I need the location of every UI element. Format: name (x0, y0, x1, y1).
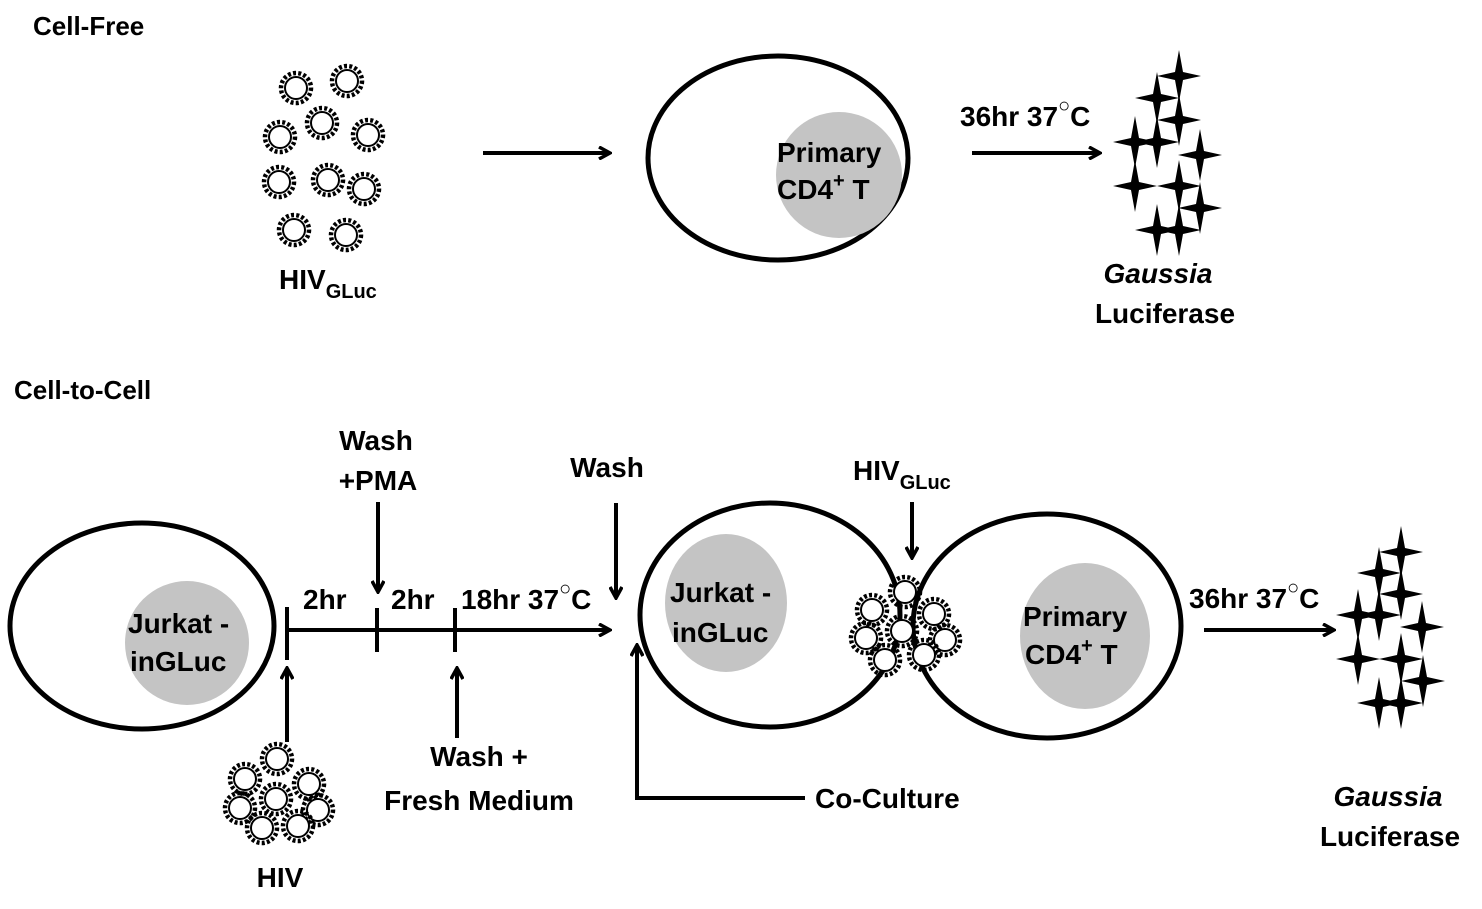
virus-icon (313, 165, 343, 195)
star-icon (1178, 129, 1222, 181)
virus-icon (353, 120, 383, 150)
wash-pma-label-line2: +PMA (339, 465, 418, 496)
wash-fresh-label-line2: Fresh Medium (384, 785, 574, 816)
luciferase-signal-c2c (1336, 526, 1445, 729)
gaussia-label-c2c: Gaussia (1334, 781, 1443, 812)
nucleus (125, 581, 249, 705)
virus-icon (225, 793, 255, 823)
star-icon (1401, 655, 1445, 707)
star-icon (1336, 633, 1380, 685)
target-label-line2: CD4+ T (1025, 635, 1118, 670)
target-label-line1: Primary (1023, 601, 1128, 632)
cocult-donor-label-line2: inGLuc (672, 617, 768, 648)
virus-icon (265, 122, 295, 152)
nucleus (776, 112, 902, 238)
arrow-coculture (637, 645, 805, 800)
star-icon (1379, 677, 1423, 729)
step2-time: 2hr (391, 584, 435, 615)
hiv-label: HIV (257, 862, 304, 893)
luciferase-label-c2c: Luciferase (1320, 821, 1460, 852)
step1-time: 2hr (303, 584, 347, 615)
cell-label-line2: CD4+ T (777, 170, 870, 205)
donor-label-line1: Jurkat - (128, 608, 229, 639)
star-icon (1135, 116, 1179, 168)
cell-free-title: Cell-Free (33, 11, 144, 41)
cell-label-line1: Primary (777, 137, 882, 168)
virus-icon (307, 108, 337, 138)
virus-icon (261, 784, 291, 814)
hivgluc-label: HIVGLuc (279, 264, 377, 303)
virus-icon (349, 174, 379, 204)
incubation-label: 36hr 37○C (960, 95, 1090, 132)
virus-icon (230, 764, 260, 794)
cell-free-panel: Cell-Free HIVGLuc Primary CD4+ T 36hr 37… (33, 11, 1235, 329)
virus-icon (281, 73, 311, 103)
luciferase-signal-free (1113, 50, 1222, 256)
cell-to-cell-panel: Cell-to-Cell Jurkat - inGLuc 2hr 2hr 18h… (7, 375, 1460, 893)
star-icon (1400, 601, 1444, 653)
incubation-label-c2c: 36hr 37○C (1189, 577, 1319, 614)
wash-pma-label-line1: Wash (339, 425, 413, 456)
cell-to-cell-title: Cell-to-Cell (14, 375, 151, 405)
virus-icon (264, 167, 294, 197)
star-icon (1113, 160, 1157, 212)
donor-label-line2: inGLuc (130, 646, 226, 677)
star-icon (1178, 182, 1222, 234)
nucleus (665, 534, 787, 672)
transfer-hivgluc-label: HIVGLuc (853, 455, 951, 494)
nucleus (1020, 563, 1150, 709)
step3-time: 18hr 37○C (461, 578, 591, 615)
wash-label: Wash (570, 452, 644, 483)
luciferase-label: Luciferase (1095, 298, 1235, 329)
virus-icon (332, 66, 362, 96)
star-icon (1157, 94, 1201, 146)
virus-cluster-free (264, 66, 383, 250)
virus-icon (262, 744, 292, 774)
star-icon (1157, 204, 1201, 256)
virus-icon (279, 215, 309, 245)
virus-cluster-input (225, 744, 333, 843)
virus-icon (331, 220, 361, 250)
gaussia-label: Gaussia (1104, 258, 1213, 289)
virus-icon (247, 813, 277, 843)
wash-fresh-label-line1: Wash + (430, 741, 528, 772)
coculture-label: Co-Culture (815, 783, 960, 814)
cocult-donor-label-line1: Jurkat - (670, 577, 771, 608)
virus-icon (294, 769, 324, 799)
